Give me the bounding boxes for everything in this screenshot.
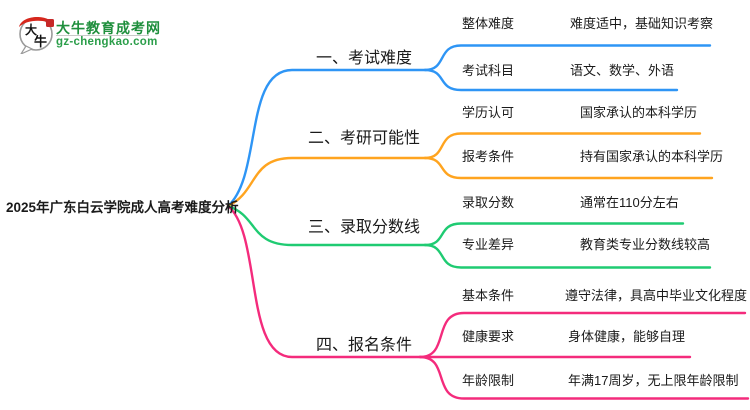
node-basic-condition: 基本条件 bbox=[462, 288, 515, 303]
logo-title: 大牛教育成考网 bbox=[56, 20, 161, 36]
branch-1-child-1-line bbox=[423, 44, 712, 72]
node-degree-recognition: 学历认可 bbox=[462, 105, 515, 120]
branch-1-label: 一、考试难度 bbox=[315, 50, 412, 67]
node-apply-requirement: 报考条件 bbox=[462, 149, 515, 164]
logo-divider bbox=[56, 35, 149, 36]
branch-2-child-2-line bbox=[423, 156, 714, 180]
speech-bubble-tail bbox=[19, 45, 34, 56]
logo-red-seal-icon bbox=[46, 19, 54, 27]
node-age-limit: 年龄限制 bbox=[462, 373, 515, 388]
branch-1-main-line bbox=[226, 68, 427, 208]
node-age-limit-value: 年满17周岁，无上限年龄限制 bbox=[568, 373, 739, 388]
node-exam-subjects-value: 语文、数学、外语 bbox=[570, 63, 675, 78]
branch-3-child-2-line bbox=[423, 243, 712, 269]
node-apply-requirement-value: 持有国家承认的本科学历 bbox=[580, 149, 724, 164]
node-major-difference-value: 教育类专业分数线较高 bbox=[580, 237, 711, 252]
node-health-requirement: 健康要求 bbox=[462, 329, 515, 344]
branch-3-main-line bbox=[226, 204, 427, 247]
logo-char-1: 大 bbox=[25, 22, 37, 37]
node-overall-difficulty: 整体难度 bbox=[462, 16, 515, 31]
branch-2-child-1-line bbox=[423, 132, 702, 160]
logo-char-2: 牛 bbox=[34, 34, 47, 49]
branch-4-label: 四、报名条件 bbox=[315, 337, 412, 354]
logo-red-hat-icon bbox=[19, 16, 54, 27]
branch-2-main-line bbox=[226, 156, 427, 208]
node-admission-score: 录取分数 bbox=[462, 195, 515, 210]
node-health-requirement-value: 身体健康，能够自理 bbox=[568, 329, 686, 344]
branch-4-child-3-line bbox=[418, 355, 750, 400]
branch-3-label: 三、录取分数线 bbox=[307, 219, 420, 236]
root-topic: 2025年广东白云学院成人高考难度分析 bbox=[6, 200, 239, 215]
branch-4-main-line bbox=[226, 204, 422, 359]
logo-bubble-icon: 大 牛 bbox=[17, 12, 57, 56]
node-basic-condition-value: 遵守法律，具高中毕业文化程度 bbox=[565, 288, 748, 303]
node-exam-subjects: 考试科目 bbox=[462, 63, 515, 78]
node-major-difference: 专业差异 bbox=[462, 237, 515, 252]
node-admission-score-value: 通常在110分左右 bbox=[580, 195, 679, 210]
node-overall-difficulty-value: 难度适中，基础知识考察 bbox=[570, 16, 714, 31]
branch-3-child-1-line bbox=[423, 222, 685, 247]
logo-url: gz-chengkao.com bbox=[56, 36, 158, 48]
branch-4-child-1-line bbox=[418, 311, 747, 359]
branch-2-label: 二、考研可能性 bbox=[307, 130, 420, 147]
node-degree-recognition-value: 国家承认的本科学历 bbox=[580, 105, 698, 120]
branch-1-child-2-line bbox=[423, 68, 679, 92]
